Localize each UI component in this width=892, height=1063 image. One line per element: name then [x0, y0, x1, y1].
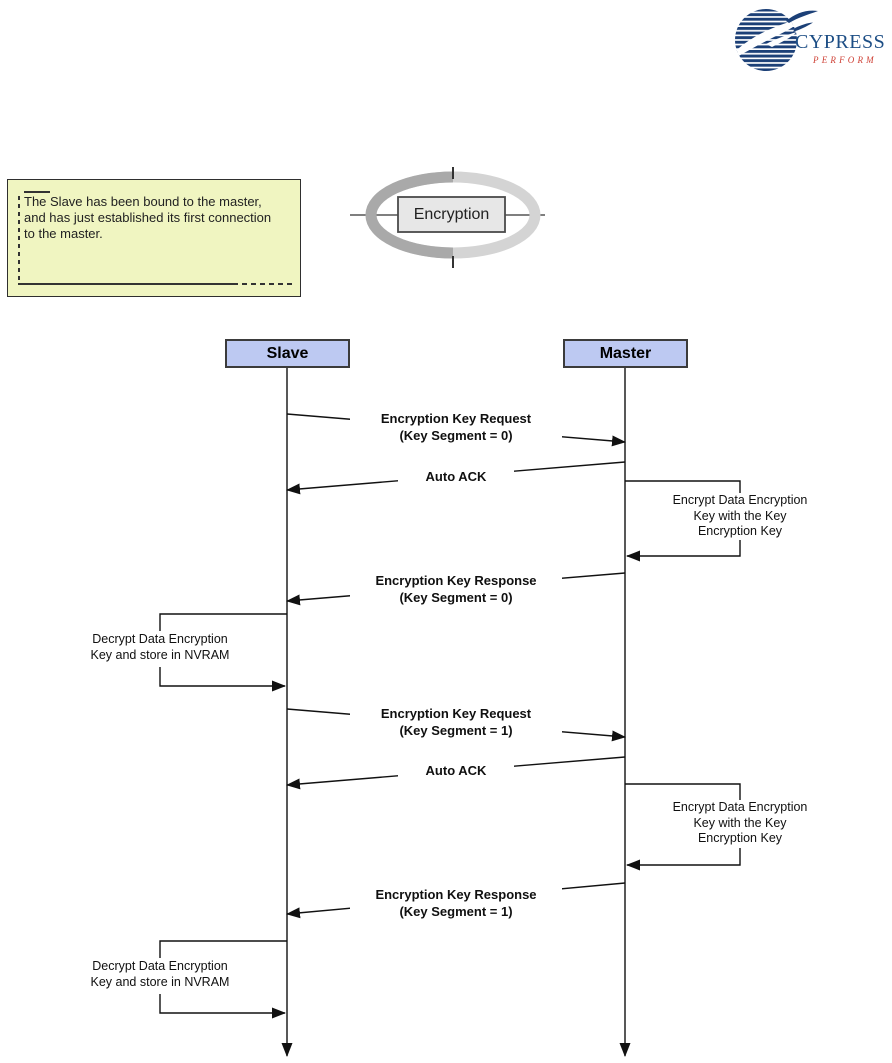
bracket-decrypt-1-bottom [159, 994, 286, 1019]
brand-tagline: PERFORM [813, 55, 877, 65]
bracket-decrypt-0-bottom [159, 667, 286, 692]
message-label-auto-ack-0: Auto ACK [398, 468, 514, 485]
action-label-encrypt-0: Encrypt Data Encryption Key with the Key… [648, 493, 832, 540]
message-label-encryption-key-response-0: Encryption Key Response (Key Segment = 0… [350, 572, 562, 606]
actor-master-label: Master [599, 344, 652, 362]
note-line: The Slave has been bound to the master, [24, 194, 262, 209]
cypress-logo: CYPRESS PERFORM [700, 4, 885, 74]
note-box: The Slave has been bound to the master, … [7, 179, 301, 297]
message-label-encryption-key-request-0: Encryption Key Request (Key Segment = 0) [350, 410, 562, 444]
note-line: to the master. [24, 226, 103, 241]
actor-master: Master [563, 339, 688, 368]
message-label-encryption-key-response-1: Encryption Key Response (Key Segment = 1… [350, 886, 562, 920]
message-label-encryption-key-request-1: Encryption Key Request (Key Segment = 1) [350, 705, 562, 739]
actor-slave-label: Slave [266, 344, 309, 362]
note-text: The Slave has been bound to the master, … [24, 194, 292, 242]
actor-slave: Slave [225, 339, 350, 368]
action-label-encrypt-1: Encrypt Data Encryption Key with the Key… [648, 800, 832, 847]
encryption-label: Encryption [413, 205, 490, 223]
bracket-encrypt-1-bottom [626, 848, 741, 871]
bracket-encrypt-0-bottom [626, 540, 741, 562]
bracket-encrypt-1-top [625, 783, 741, 800]
note-tab-line [24, 191, 50, 193]
note-line: and has just established its first conne… [24, 210, 272, 225]
note-underline [18, 283, 233, 285]
message-label-auto-ack-1: Auto ACK [398, 762, 514, 779]
action-label-decrypt-1: Decrypt Data Encryption Key and store in… [68, 959, 252, 990]
bracket-decrypt-0-top [159, 613, 287, 631]
bracket-decrypt-1-top [159, 940, 287, 958]
note-underline-dashes [233, 283, 293, 285]
cypress-globe-icon [735, 9, 818, 71]
action-label-decrypt-0: Decrypt Data Encryption Key and store in… [68, 632, 252, 663]
brand-name: CYPRESS [795, 31, 886, 53]
note-dashed-border [18, 196, 20, 284]
